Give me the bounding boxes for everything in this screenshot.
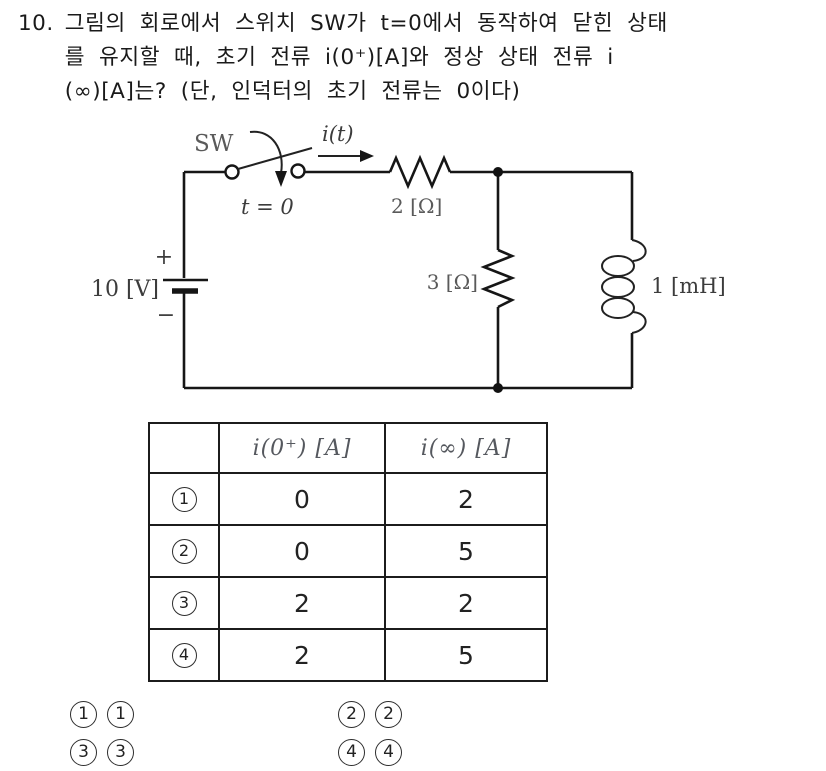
inductor: 1 [mH] (601, 239, 726, 334)
switch: SW t = 0 (194, 130, 313, 219)
inductor-loop (601, 276, 635, 298)
choice-1-value: 1 (107, 701, 134, 728)
table-row: 2 0 5 (148, 524, 548, 578)
answer-choice-4[interactable]: 4 4 (338, 739, 402, 766)
option-1-marker: 1 (171, 486, 197, 512)
circuit-wires (182, 170, 634, 390)
choice-3-value: 3 (107, 739, 134, 766)
current-arrow-head-icon (360, 150, 374, 162)
row-option-cell: 4 (148, 628, 220, 682)
row-option-cell: 1 (148, 472, 220, 526)
table-row: 3 2 2 (148, 576, 548, 630)
switch-terminal-left (224, 164, 240, 180)
row-option-cell: 3 (148, 576, 220, 630)
series-resistor: 2 [Ω] (388, 154, 452, 218)
table-row: 1 0 2 (148, 472, 548, 526)
inductor-label: 1 [mH] (651, 274, 726, 298)
choice-2-marker: 2 (338, 701, 365, 728)
switch-terminal-right (290, 163, 306, 179)
answer-table: i(0⁺) [A] i(∞) [A] 1 0 2 2 0 5 3 2 2 4 2… (148, 422, 548, 682)
row-i0-value: 2 (218, 576, 386, 630)
choice-3-marker: 3 (70, 739, 97, 766)
question-line-1: 그림의 회로에서 스위치 SW가 t=0에서 동작하여 닫힌 상태 (64, 11, 668, 36)
answer-choice-3[interactable]: 3 3 (70, 739, 134, 766)
shunt-resistor-label: 3 [Ω] (427, 270, 478, 294)
battery-minus-sign: − (157, 303, 175, 328)
question-number: 10. (18, 11, 54, 36)
row-iinf-value: 5 (384, 524, 548, 578)
table-row: 4 2 5 (148, 628, 548, 682)
current-label: i(t) (322, 122, 354, 146)
junction-node-top (493, 167, 503, 177)
choice-4-value: 4 (375, 739, 402, 766)
answer-choice-1[interactable]: 1 1 (70, 701, 134, 728)
question-text: 그림의 회로에서 스위치 SW가 t=0에서 동작하여 닫힌 상태 를 유지할 … (65, 7, 668, 109)
circuit-diagram: SW t = 0 i(t) 2 [Ω] 3 [Ω] 1 [mH] (91, 122, 726, 393)
voltage-source-label: 10 [V] (91, 277, 159, 302)
table-header-row: i(0⁺) [A] i(∞) [A] (148, 422, 548, 474)
voltage-source: + − 10 [V] (91, 245, 208, 328)
switch-time-label: t = 0 (241, 195, 294, 219)
inductor-loop (601, 297, 635, 319)
shunt-resistor-zigzag (480, 248, 516, 309)
switch-blade (237, 147, 313, 170)
row-iinf-value: 2 (384, 576, 548, 630)
current-annotation: i(t) (318, 122, 374, 162)
shunt-resistor: 3 [Ω] (427, 248, 516, 309)
choice-1-marker: 1 (70, 701, 97, 728)
question-block: 10. 그림의 회로에서 스위치 SW가 t=0에서 동작하여 닫힌 상태 를 … (18, 7, 668, 109)
row-i0-value: 2 (218, 628, 386, 682)
answer-choice-2[interactable]: 2 2 (338, 701, 402, 728)
table-header-empty (148, 422, 220, 474)
switch-label: SW (194, 131, 234, 157)
choice-2-value: 2 (375, 701, 402, 728)
question-line-2: 를 유지할 때, 초기 전류 i(0⁺)[A]와 정상 상태 전류 i (64, 45, 614, 70)
row-iinf-value: 2 (384, 472, 548, 526)
option-4-marker: 4 (171, 642, 197, 668)
switch-arrow-icon (275, 171, 287, 187)
switch-close-arc (249, 130, 283, 174)
choice-4-marker: 4 (338, 739, 365, 766)
table-header-i0: i(0⁺) [A] (218, 422, 386, 474)
row-i0-value: 0 (218, 472, 386, 526)
option-3-marker: 3 (171, 590, 197, 616)
inductor-loop (601, 255, 635, 277)
row-iinf-value: 5 (384, 628, 548, 682)
battery-plus-sign: + (155, 245, 173, 270)
inductor-bottom-hook (631, 311, 647, 334)
row-i0-value: 0 (218, 524, 386, 578)
series-resistor-zigzag (388, 154, 452, 190)
series-resistor-label: 2 [Ω] (391, 194, 442, 218)
option-2-marker: 2 (171, 538, 197, 564)
row-option-cell: 2 (148, 524, 220, 578)
junction-node-bottom (493, 383, 503, 393)
table-header-iinf: i(∞) [A] (384, 422, 548, 474)
question-line-3: (∞)[A]는? (단, 인덕터의 초기 전류는 0이다) (64, 79, 521, 104)
inductor-top-hook (631, 239, 647, 262)
